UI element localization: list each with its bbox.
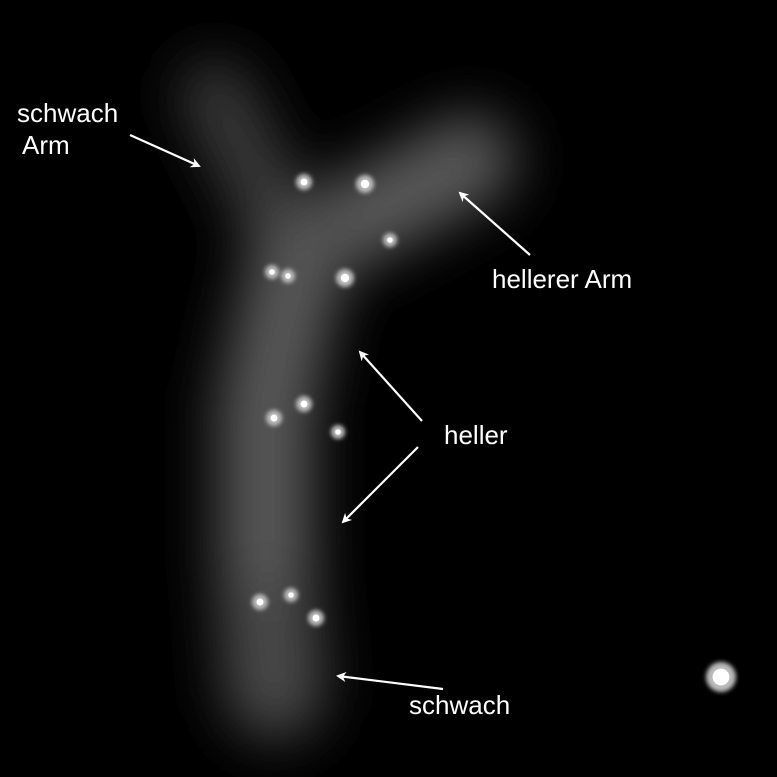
stars <box>252 174 736 692</box>
star <box>256 598 264 606</box>
arrows <box>129 133 531 691</box>
arrow-brighter-arm <box>458 191 531 256</box>
star <box>340 273 350 283</box>
star <box>335 429 341 435</box>
star <box>312 614 320 622</box>
star <box>285 273 291 279</box>
star <box>300 178 308 186</box>
arrow-faint-arm <box>129 133 201 168</box>
star <box>270 414 278 422</box>
star <box>288 592 294 598</box>
label-brighter: heller <box>444 420 508 450</box>
star <box>360 179 370 189</box>
arrow-brighter-lower <box>341 446 419 524</box>
label-faint-arm-line1: schwach <box>17 98 119 128</box>
label-brighter-arm: hellerer Arm <box>492 264 633 294</box>
arrow-brighter-upper <box>358 350 423 422</box>
star <box>387 237 393 243</box>
label-faint-arm-line2: Arm <box>22 130 70 160</box>
star <box>300 400 308 408</box>
star <box>712 668 730 686</box>
star <box>269 269 275 275</box>
label-faint: schwach <box>409 690 511 720</box>
arrow-faint <box>336 672 444 691</box>
bright-stem-core <box>242 232 328 588</box>
